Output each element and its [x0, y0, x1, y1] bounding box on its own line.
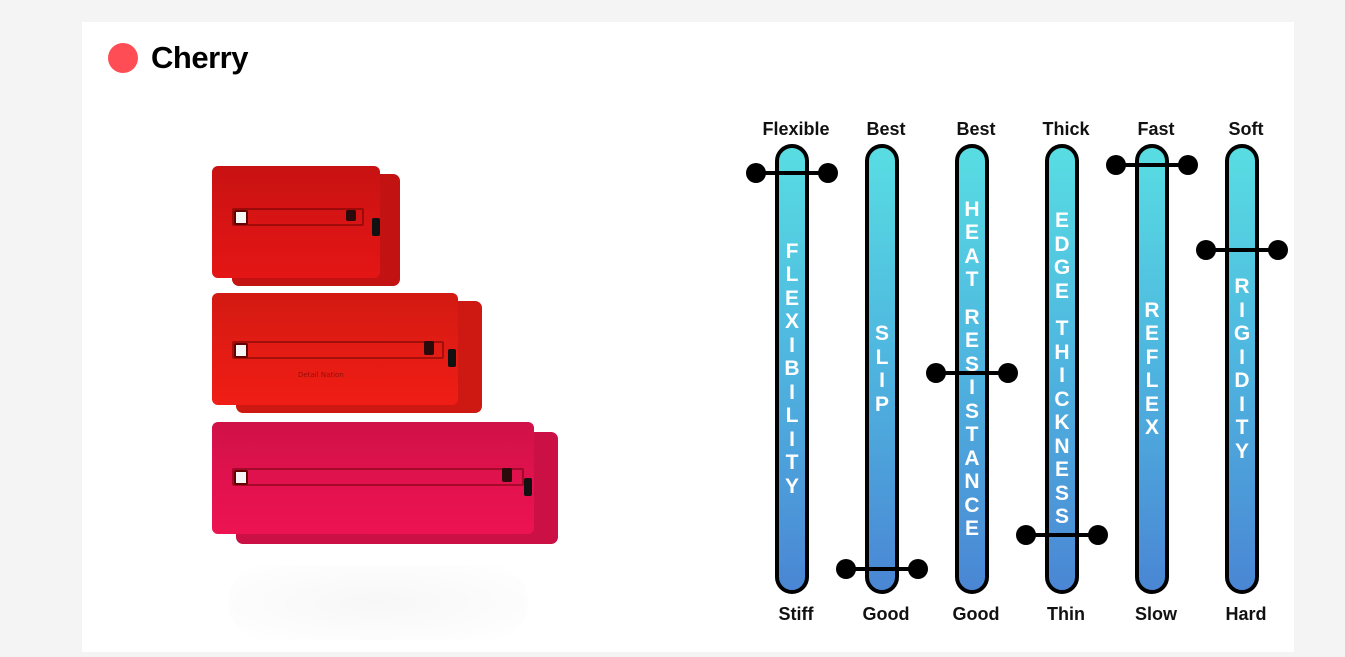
squeegee-large	[212, 422, 564, 548]
squeegee-small	[212, 166, 407, 288]
gauge-tube	[955, 144, 989, 594]
gauge-reflex: Fast R E F L E X Slow	[1106, 0, 1206, 657]
gauge-tube	[775, 144, 809, 594]
squeegee-medium: Detail Nation	[212, 293, 487, 415]
gauge-bottom-label: Thin	[1047, 604, 1085, 624]
gauge-rigidity: Soft R I G I D I T Y Hard	[1196, 0, 1296, 657]
gauge-bottom-label: Good	[862, 604, 910, 624]
gauge-bottom-label: Good	[952, 604, 1000, 624]
gauge-level-marker	[746, 163, 838, 184]
gauge-label: F L E X I B I L I T Y	[784, 239, 800, 498]
gauge-bottom-label: Hard	[1225, 604, 1267, 624]
gauge-level-marker	[1016, 525, 1108, 546]
gauge-level-marker	[926, 363, 1018, 384]
gauge-bottom-label: Slow	[1134, 604, 1177, 624]
image-shadow	[228, 565, 528, 640]
color-dot-icon	[108, 43, 138, 73]
gauge-top-label: Thick	[1042, 119, 1090, 139]
gauge-slip: Best S L I P Good	[836, 0, 936, 657]
gauge-bottom-label: Stiff	[778, 604, 814, 624]
gauge-tube	[1135, 144, 1169, 594]
gauge-tube	[1045, 144, 1079, 594]
product-title: Cherry	[151, 40, 248, 75]
gauge-top-label: Fast	[1137, 119, 1175, 139]
gauge-top-label: Best	[866, 119, 906, 139]
product-header: Cherry	[108, 40, 248, 76]
gauge-top-label: Best	[956, 119, 996, 139]
gauge-flexibility: Flexible F L E X I B I L I T Y Stiff	[746, 0, 846, 657]
gauge-label: R I G I D I T Y	[1233, 275, 1251, 463]
gauge-tube	[1225, 144, 1259, 594]
gauge-level-marker	[1106, 154, 1198, 175]
gauge-label: R E F L E X	[1144, 298, 1160, 440]
gauge-top-label: Flexible	[762, 119, 830, 139]
watermark-text: Detail Nation	[298, 371, 344, 379]
gauge-tube	[865, 144, 899, 594]
gauge-level-marker	[836, 559, 928, 580]
gauge-top-label: Soft	[1228, 119, 1264, 139]
gauge-level-marker	[1196, 239, 1288, 260]
gauge-label: S L I P	[874, 322, 889, 416]
